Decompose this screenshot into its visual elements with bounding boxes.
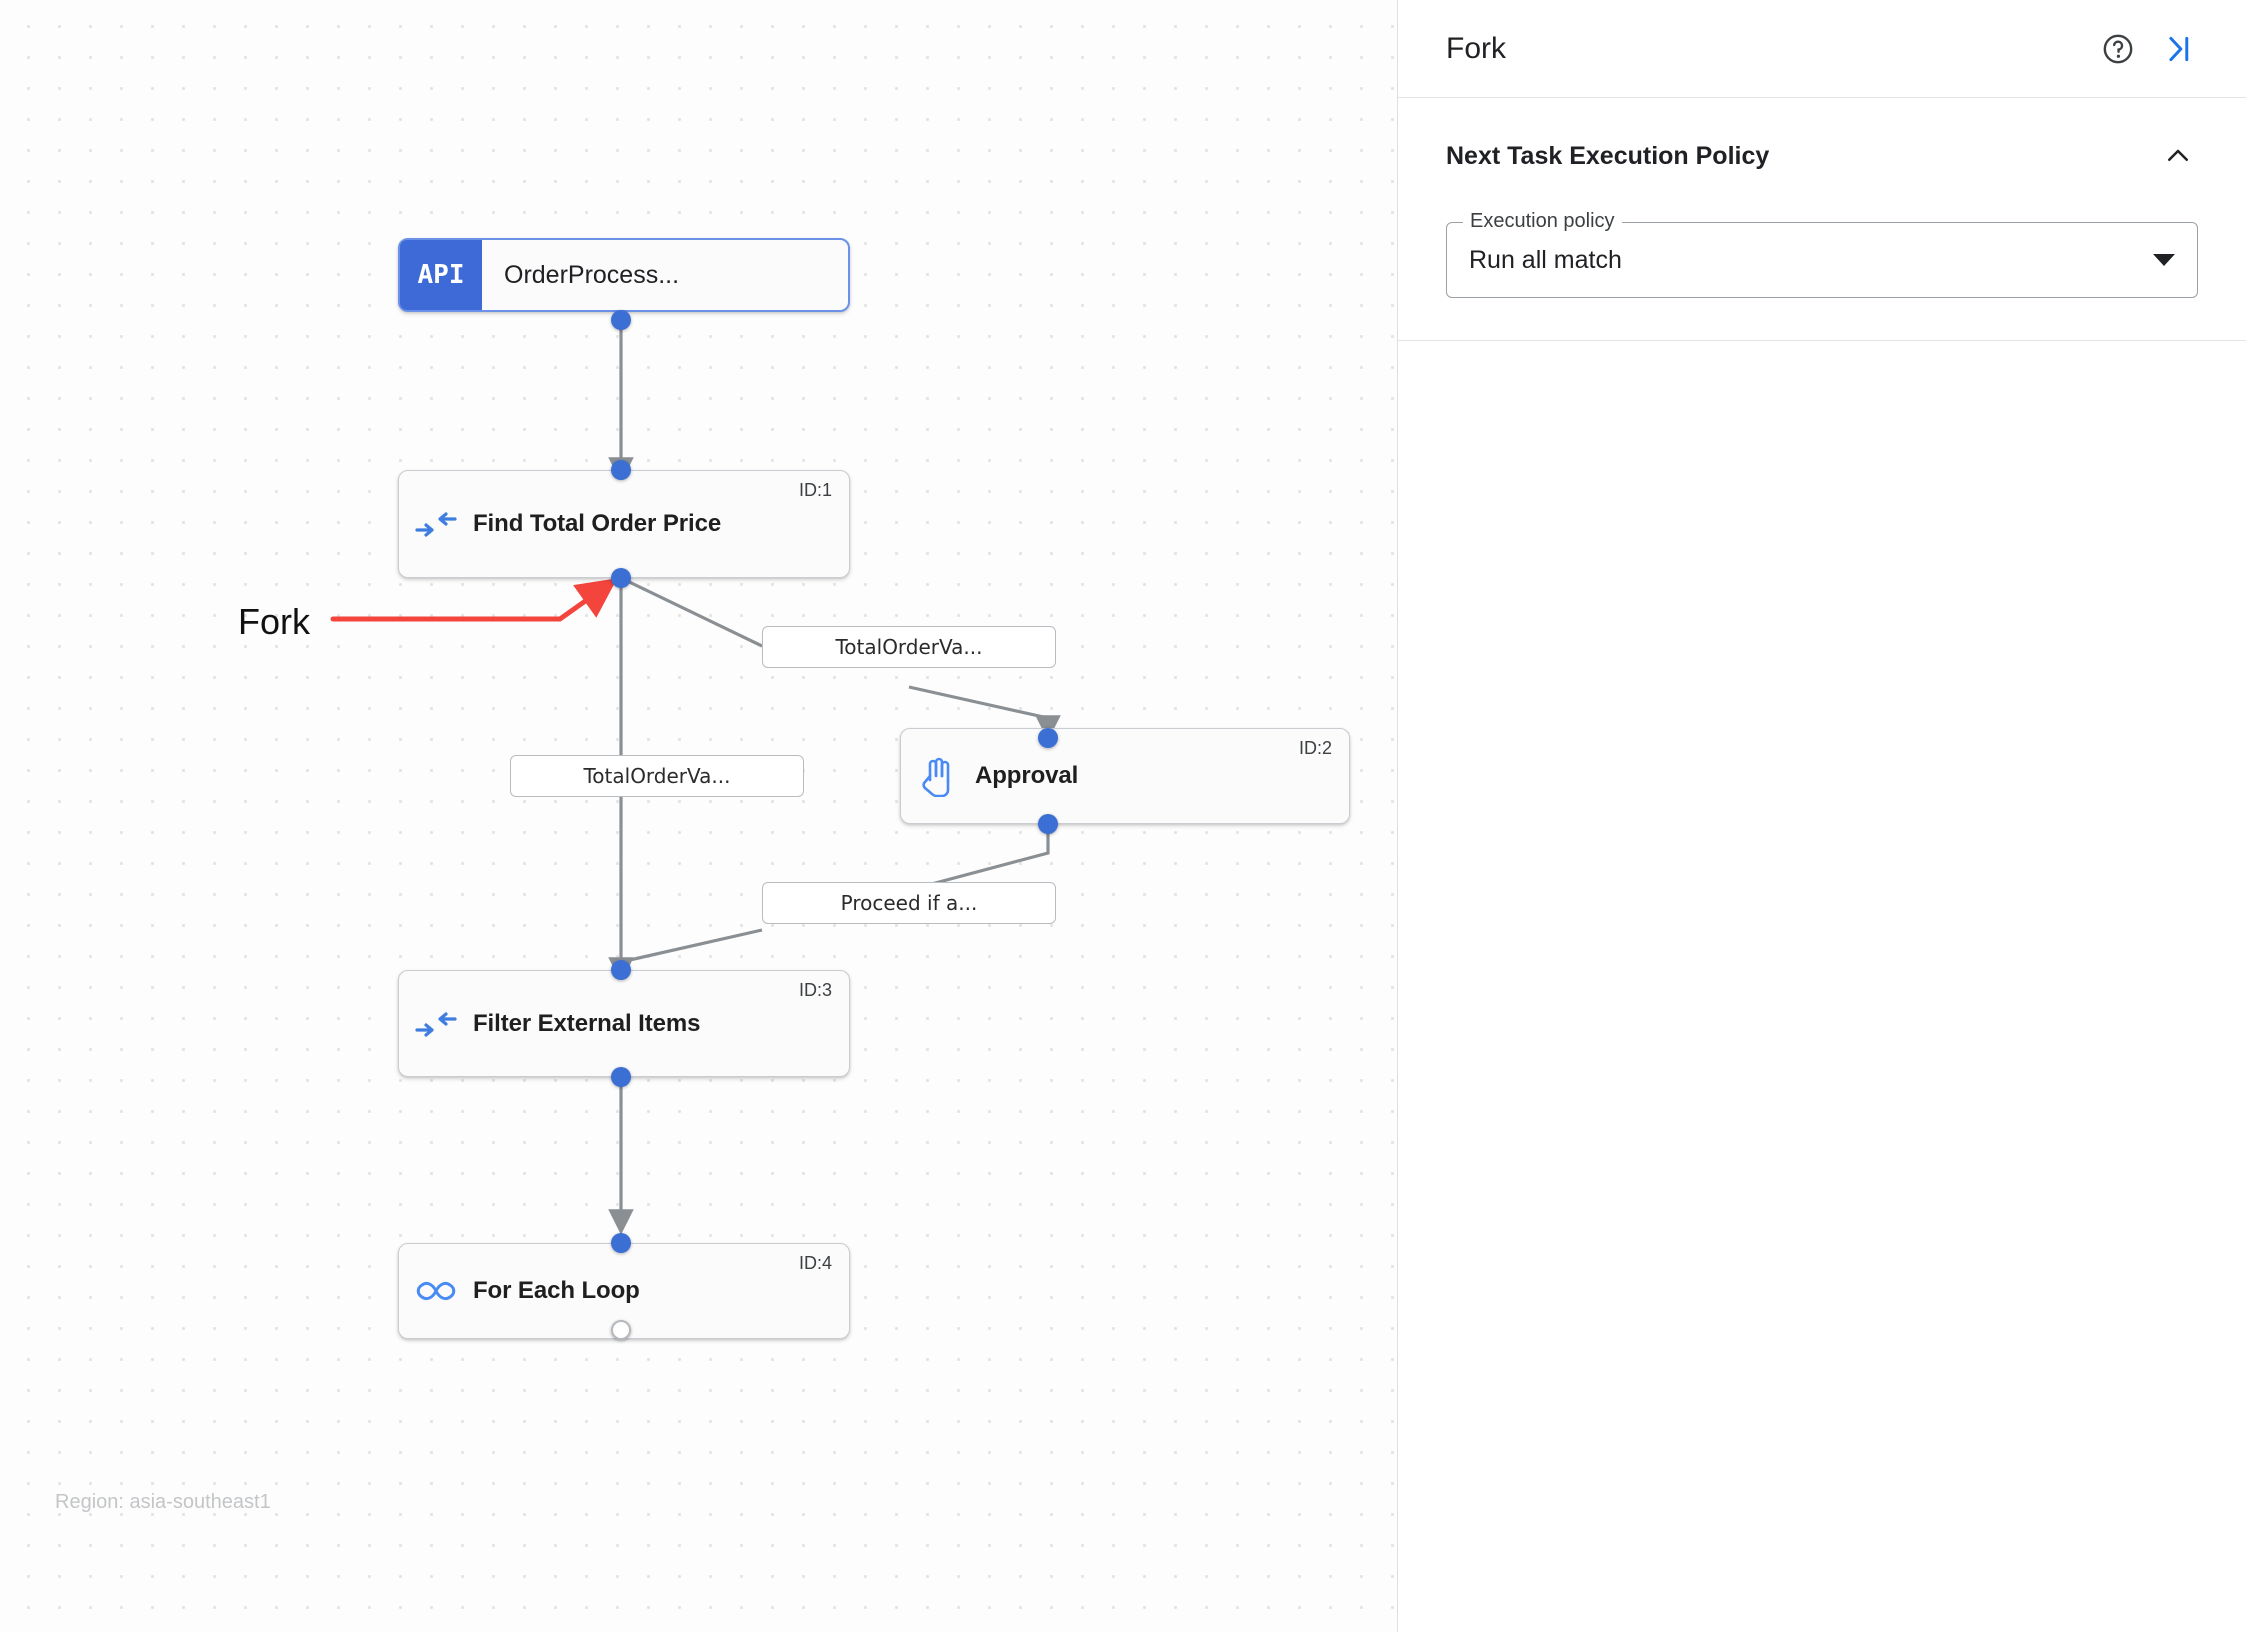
- panel-header: Fork: [1398, 0, 2246, 98]
- port-task3-output[interactable]: [611, 1067, 631, 1087]
- port-task4-output[interactable]: [611, 1320, 631, 1340]
- next-task-execution-policy-section: Next Task Execution Policy Execution pol…: [1398, 98, 2246, 341]
- node-filter-external-items[interactable]: Filter External Items ID:3: [398, 970, 850, 1077]
- port-task1-input[interactable]: [611, 460, 631, 480]
- node-id-badge: ID:4: [798, 1253, 832, 1273]
- api-badge-icon: API: [400, 240, 482, 310]
- edge-label-total-order-value-right[interactable]: TotalOrderVa...: [762, 626, 1056, 668]
- node-find-total-order-price[interactable]: Find Total Order Price ID:1: [398, 470, 850, 578]
- execution-policy-select[interactable]: Execution policy Run all match: [1446, 210, 2198, 298]
- merge-arrows-icon: [399, 471, 473, 577]
- node-order-process[interactable]: API OrderProcess...: [398, 238, 850, 312]
- node-title: Filter External Items: [473, 1009, 701, 1037]
- node-id-badge: ID:2: [1298, 738, 1332, 758]
- port-start-output[interactable]: [611, 310, 631, 330]
- properties-panel: Fork Next Task Execution Policy: [1397, 0, 2246, 1632]
- node-title: Find Total Order Price: [473, 510, 722, 537]
- infinity-icon: [399, 1244, 473, 1338]
- workflow-canvas[interactable]: API OrderProcess... Find Total Order Pri…: [0, 0, 1397, 1632]
- caret-down-icon[interactable]: [2153, 254, 2175, 266]
- port-approval-input[interactable]: [1038, 728, 1058, 748]
- execution-policy-value: Run all match: [1469, 245, 1622, 274]
- collapse-panel-icon[interactable]: [2155, 26, 2201, 72]
- node-title: Approval: [975, 762, 1079, 789]
- node-id-badge: ID:1: [798, 480, 832, 500]
- node-approval[interactable]: Approval ID:2: [900, 728, 1350, 824]
- port-task4-input[interactable]: [611, 1233, 631, 1253]
- chevron-up-icon[interactable]: [2158, 136, 2198, 176]
- port-approval-output[interactable]: [1038, 814, 1058, 834]
- annotation-fork-label: Fork: [238, 601, 310, 642]
- node-title: OrderProcess...: [504, 260, 680, 289]
- panel-title: Fork: [1446, 31, 1506, 65]
- port-task3-input[interactable]: [611, 960, 631, 980]
- node-id-badge: ID:3: [798, 980, 832, 1000]
- section-header[interactable]: Next Task Execution Policy: [1446, 136, 2198, 176]
- node-title: For Each Loop: [473, 1277, 640, 1304]
- api-badge-label: API: [417, 260, 465, 290]
- section-title: Next Task Execution Policy: [1446, 141, 1770, 170]
- execution-policy-label: Execution policy: [1463, 210, 1622, 233]
- port-task1-output-fork[interactable]: [611, 568, 631, 588]
- help-circle-icon[interactable]: [2095, 26, 2141, 72]
- merge-arrows-icon: [399, 971, 473, 1076]
- region-label: Region: asia-southeast1: [55, 1491, 271, 1513]
- hand-icon: [901, 729, 975, 823]
- edge-label-total-order-value-left[interactable]: TotalOrderVa...: [510, 755, 804, 797]
- edge-label-proceed-if-approved[interactable]: Proceed if a...: [762, 882, 1056, 924]
